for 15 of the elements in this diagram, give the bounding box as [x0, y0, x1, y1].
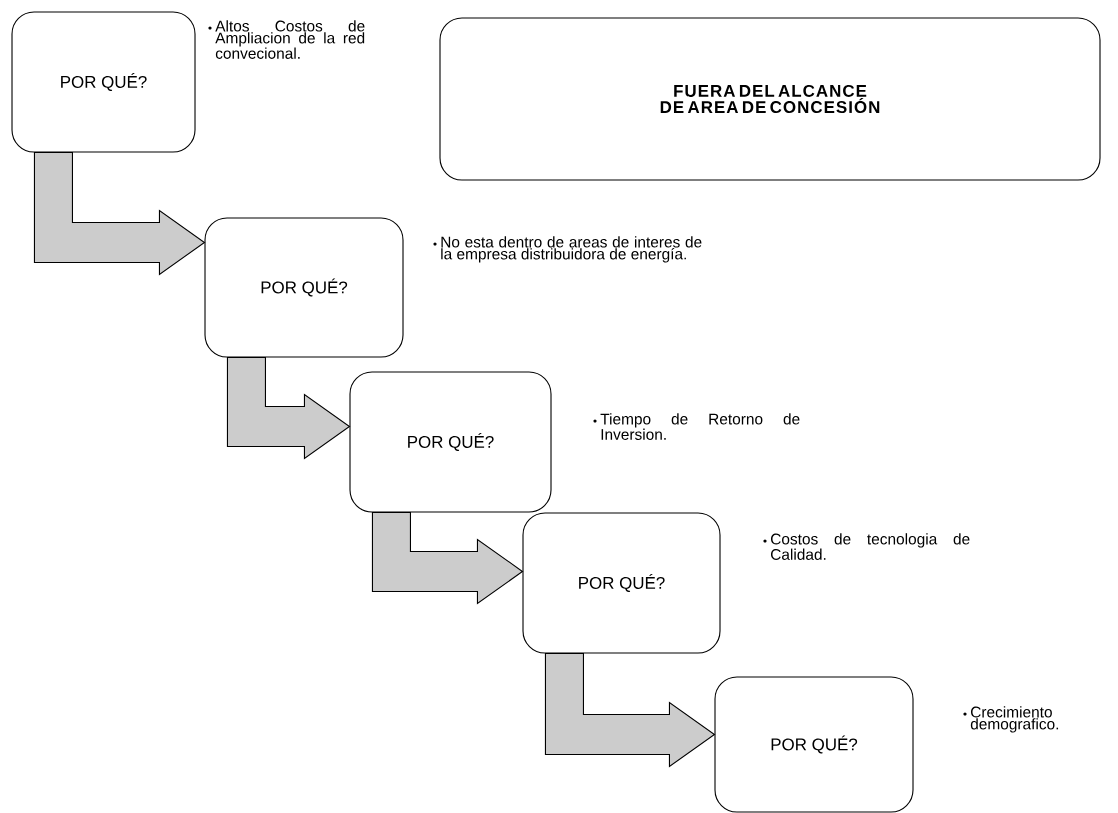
question-box: POR QUÉ?: [714, 676, 914, 813]
question-box: POR QUÉ?: [204, 217, 404, 358]
bullet-text: Costos de tecnologia de Calidad.: [771, 533, 970, 560]
block-arrow: [33, 152, 206, 276]
block-arrow: [226, 357, 351, 460]
block-arrow: [371, 512, 524, 605]
bullet-text: Altos Costos de Ampliacion de la red convecional.: [215, 20, 365, 59]
question-box: POR QUÉ?: [349, 371, 552, 513]
title-box: FUERA DEL ALCANCE DE AREA DE CONCESIÓN: [439, 17, 1101, 181]
bullet-text: No esta dentro de areas de interes de la empresa distribuidora de energía.: [441, 236, 702, 263]
bullet-text: Crecimiento demografico.: [970, 706, 1059, 733]
bullet-text: Tiempo de Retorno de Inversion.: [600, 413, 800, 440]
question-box: POR QUÉ?: [522, 512, 721, 654]
block-arrow: [544, 653, 716, 768]
question-box: POR QUÉ?: [11, 11, 196, 153]
